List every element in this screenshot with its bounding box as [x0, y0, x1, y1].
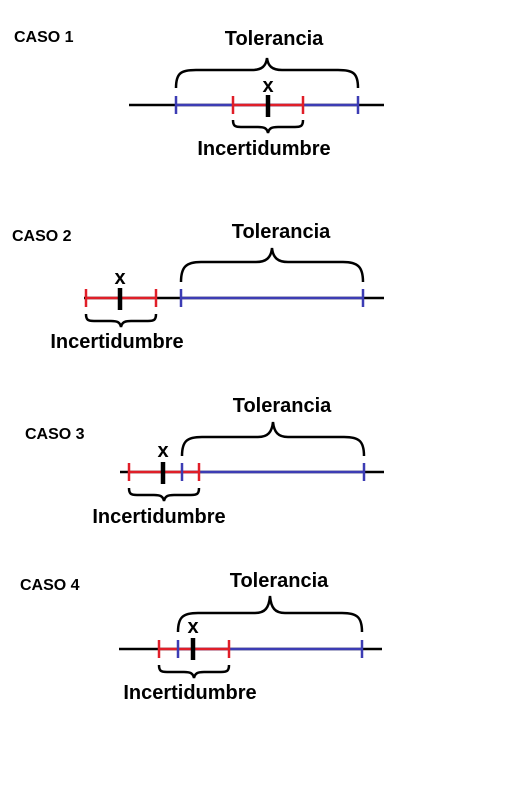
case-1-uncertainty-brace [231, 119, 305, 134]
case-4-uncertainty-brace [157, 664, 231, 679]
case-4: CASO 4 Tolerancia x Incertidumbre [20, 570, 382, 704]
case-3: CASO 3 Tolerancia x Incertidumbre [25, 395, 384, 528]
case-1-title: CASO 1 [14, 29, 74, 46]
case-4-x-label: x [187, 616, 198, 638]
case-3-uncertainty-label: Incertidumbre [92, 506, 225, 528]
case-3-tolerance-label: Tolerancia [233, 395, 332, 417]
case-2-x-label: x [114, 267, 125, 289]
case-2-uncertainty-brace [84, 313, 158, 328]
case-3-tolerance-brace [180, 421, 366, 457]
case-1-uncertainty-label: Incertidumbre [197, 138, 330, 160]
case-3-uncertainty-brace [127, 487, 201, 502]
case-3-x-label: x [157, 440, 168, 462]
case-2-uncertainty-label: Incertidumbre [50, 331, 183, 353]
case-1-x-label: x [262, 75, 273, 97]
case-1: CASO 1 Tolerancia x Incertidumbre [14, 28, 384, 160]
case-4-tolerance-label: Tolerancia [230, 570, 329, 592]
case-2: CASO 2 Tolerancia x Incertidumbre [12, 221, 384, 353]
case-2-tolerance-brace [179, 247, 365, 283]
case-1-tolerance-label: Tolerancia [225, 28, 324, 50]
case-1-tolerance-brace [174, 57, 360, 89]
case-4-uncertainty-label: Incertidumbre [123, 682, 256, 704]
case-4-title: CASO 4 [20, 577, 80, 594]
case-2-tolerance-label: Tolerancia [232, 221, 331, 243]
case-2-title: CASO 2 [12, 228, 72, 245]
case-4-tolerance-brace [176, 595, 364, 633]
case-3-title: CASO 3 [25, 426, 85, 443]
